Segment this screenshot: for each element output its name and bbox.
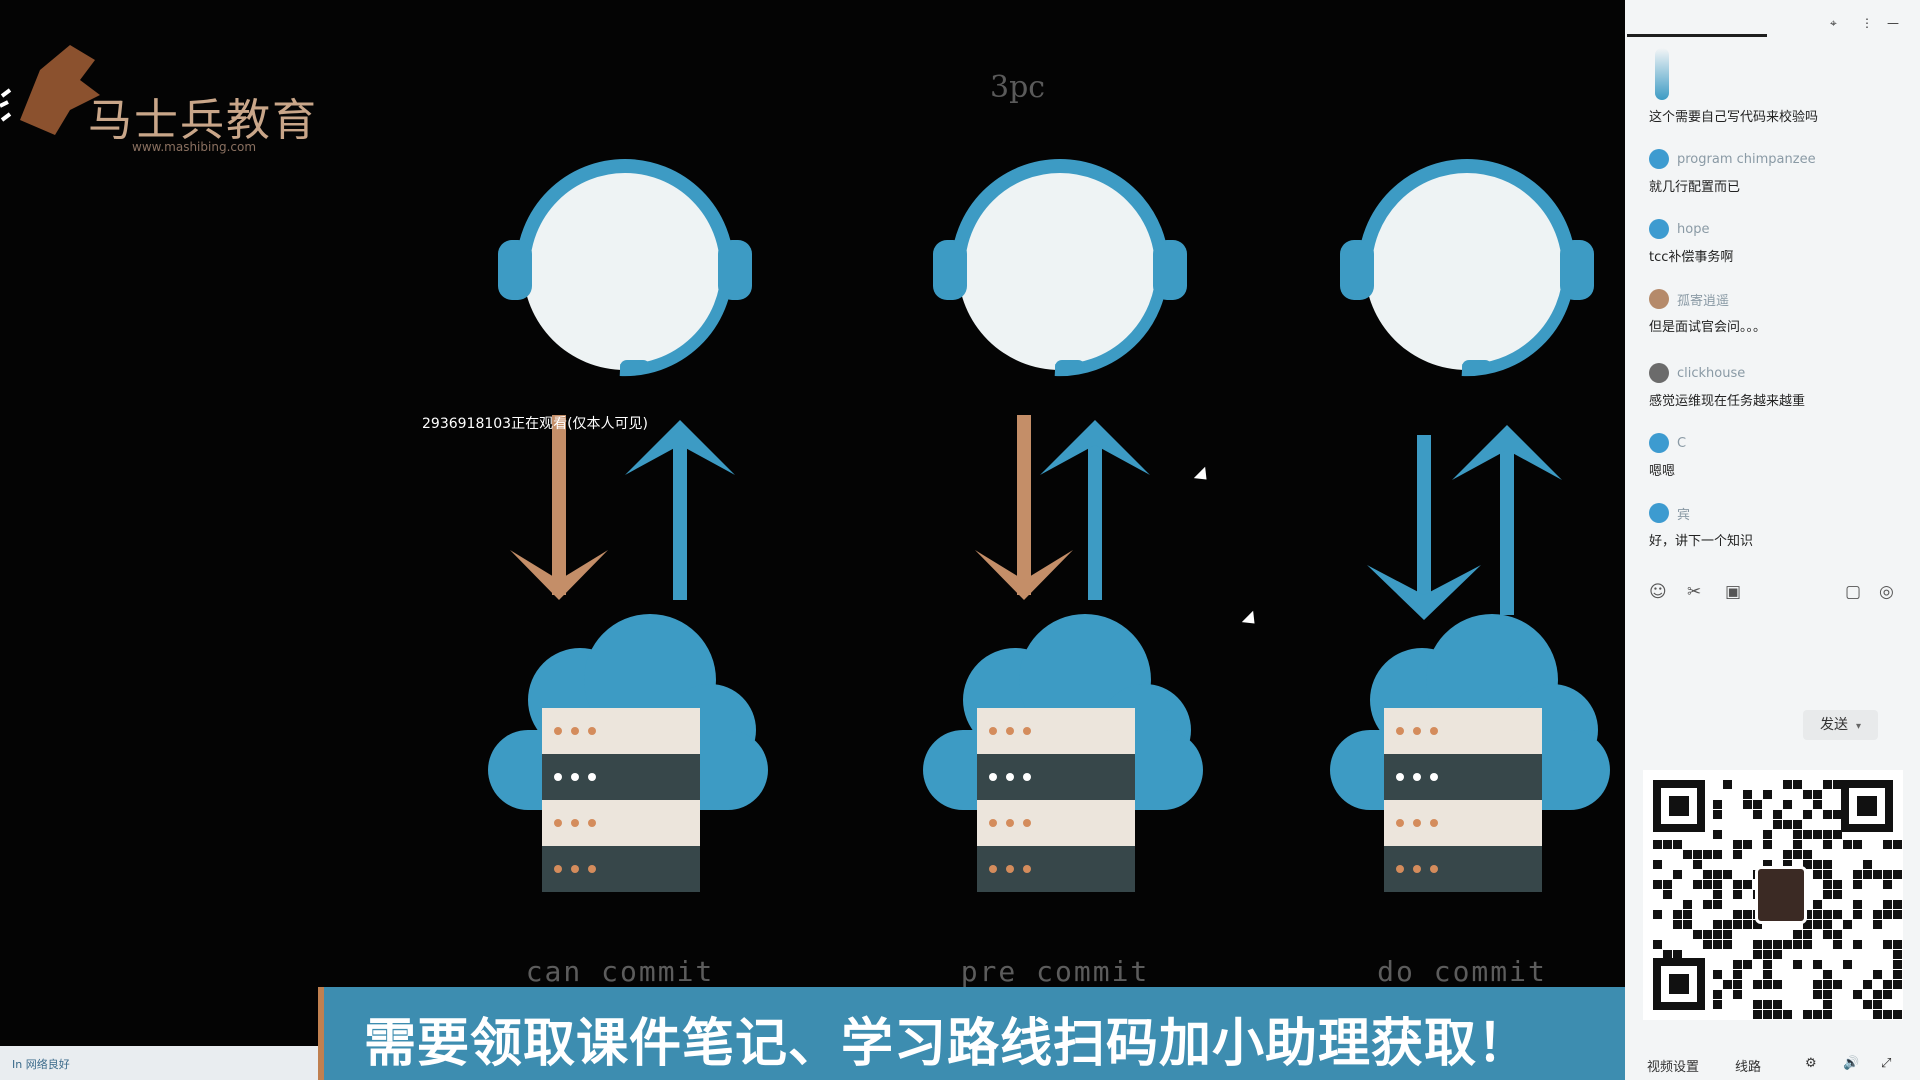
minimize-icon[interactable]: — <box>1887 16 1899 30</box>
pin-icon[interactable]: ⌖ <box>1830 16 1837 30</box>
chat-message-text: 这个需要自己写代码来校验吗 <box>1649 110 1819 125</box>
chat-username[interactable]: hope <box>1677 221 1710 237</box>
assistant-avatar <box>1755 866 1807 924</box>
phase-do-commit: do commit <box>1312 140 1612 1010</box>
promo-banner-text: 需要领取课件笔记、学习路线扫码加小助理获取！ <box>364 1014 1531 1074</box>
send-button[interactable]: 发送 ▾ <box>1803 710 1878 740</box>
avatar[interactable] <box>1649 363 1669 383</box>
chat-toolbar: ☺ ✂ ▣ ▢ ◎ <box>1649 582 1899 606</box>
volume-icon[interactable]: 🔊 <box>1843 1056 1860 1071</box>
avatar[interactable] <box>1649 219 1669 239</box>
network-status-text: In 网络良好 <box>12 1058 70 1071</box>
chat-message: 宾 好，讲下一个知识 <box>1649 502 1909 549</box>
chat-tab-indicator <box>1627 34 1767 37</box>
settings-icon[interactable]: ◎ <box>1879 582 1894 602</box>
chat-topbar: ⌖ ⋮ — <box>1625 12 1920 38</box>
promo-banner: 需要领取课件笔记、学习路线扫码加小助理获取！ <box>318 987 1625 1080</box>
avatar[interactable] <box>1649 503 1669 523</box>
arrow-down-icon <box>975 415 1073 600</box>
avatar[interactable] <box>1649 289 1669 309</box>
chat-message: C 嗯嗯 <box>1649 432 1909 479</box>
customer-service-icon <box>498 159 752 377</box>
chat-message-text: 就几行配置而已 <box>1649 180 1741 195</box>
phase-can-commit: can commit <box>470 140 770 1010</box>
cloud-server-icon <box>1330 614 1610 892</box>
chat-bottombar: 视频设置 线路 ⚙ 🔊 ⤢ <box>1625 1050 1920 1080</box>
gear-icon[interactable]: ⚙ <box>1805 1056 1817 1071</box>
arrow-down-icon <box>510 415 608 600</box>
arrow-up-icon <box>1040 420 1150 600</box>
cloud-server-icon <box>923 614 1203 892</box>
arrow-up-icon <box>1452 425 1562 615</box>
send-button-label: 发送 <box>1819 717 1848 733</box>
slide-stage: 马士兵教育 www.mashibing.com 3pc <box>0 40 1625 1080</box>
chat-message: 孤寄逍遥 但是面试官会问。。。 <box>1649 288 1909 335</box>
chat-message: hope tcc补偿事务啊 <box>1649 218 1909 265</box>
chat-message-text: tcc补偿事务啊 <box>1649 250 1734 265</box>
cloud-server-icon <box>488 614 768 892</box>
chat-username[interactable]: 孤寄逍遥 <box>1677 293 1730 309</box>
qr-code <box>1643 770 1903 1020</box>
brand-url: www.mashibing.com <box>132 140 257 154</box>
chat-panel: ⌖ ⋮ — 这个需要自己写代码来校验吗 program chimpanzee 就… <box>1625 0 1920 1080</box>
step-label-can-commit: can commit <box>525 955 715 988</box>
fullscreen-icon[interactable]: ⤢ <box>1881 1056 1892 1071</box>
mouse-cursor-icon <box>1241 610 1261 630</box>
customer-service-icon <box>933 159 1187 377</box>
scissors-icon[interactable]: ✂ <box>1687 582 1702 602</box>
image-icon[interactable]: ▣ <box>1725 582 1742 602</box>
qr-code-icon <box>1653 780 1902 1019</box>
chat-username[interactable]: program chimpanzee <box>1677 151 1816 167</box>
brand-logo: 马士兵教育 www.mashibing.com <box>0 40 340 160</box>
slide-title: 3pc <box>990 70 1046 105</box>
chat-username[interactable]: 宾 <box>1677 507 1691 523</box>
comment-icon[interactable]: ▢ <box>1845 582 1862 602</box>
channel-button[interactable]: 线路 <box>1735 1060 1762 1075</box>
avatar[interactable] <box>1649 149 1669 169</box>
step-label-pre-commit: pre commit <box>960 955 1150 988</box>
network-status-bar: In 网络良好 <box>0 1046 318 1080</box>
emoji-icon[interactable]: ☺ <box>1649 582 1667 602</box>
chat-message: 这个需要自己写代码来校验吗 <box>1649 48 1909 125</box>
avatar[interactable] <box>1649 433 1669 453</box>
chevron-down-icon[interactable]: ▾ <box>1855 721 1862 732</box>
chat-message-text: 嗯嗯 <box>1649 464 1676 479</box>
chat-message-text: 但是面试官会问。。。 <box>1649 320 1767 335</box>
step-label-do-commit: do commit <box>1377 955 1547 988</box>
video-settings-button[interactable]: 视频设置 <box>1647 1060 1700 1075</box>
brand-name: 马士兵教育 <box>88 95 318 146</box>
watch-notice: 2936918103正在观看(仅本人可见) <box>422 416 648 432</box>
more-icon[interactable]: ⋮ <box>1861 16 1873 30</box>
chat-message-text: 感觉运维现在任务越来越重 <box>1649 394 1806 409</box>
phase-pre-commit: pre commit <box>905 140 1205 1010</box>
chat-username[interactable]: clickhouse <box>1677 365 1746 381</box>
arrow-down-icon <box>1367 435 1481 620</box>
arrow-up-icon <box>625 420 735 600</box>
customer-service-icon <box>1340 159 1594 377</box>
chat-message: clickhouse 感觉运维现在任务越来越重 <box>1649 362 1909 409</box>
chat-message-text: 好，讲下一个知识 <box>1649 534 1754 549</box>
horse-logo-icon <box>0 45 100 135</box>
chat-message: program chimpanzee 就几行配置而已 <box>1649 148 1909 195</box>
chat-username[interactable]: C <box>1677 435 1687 451</box>
drop-avatar-icon <box>1655 48 1669 100</box>
